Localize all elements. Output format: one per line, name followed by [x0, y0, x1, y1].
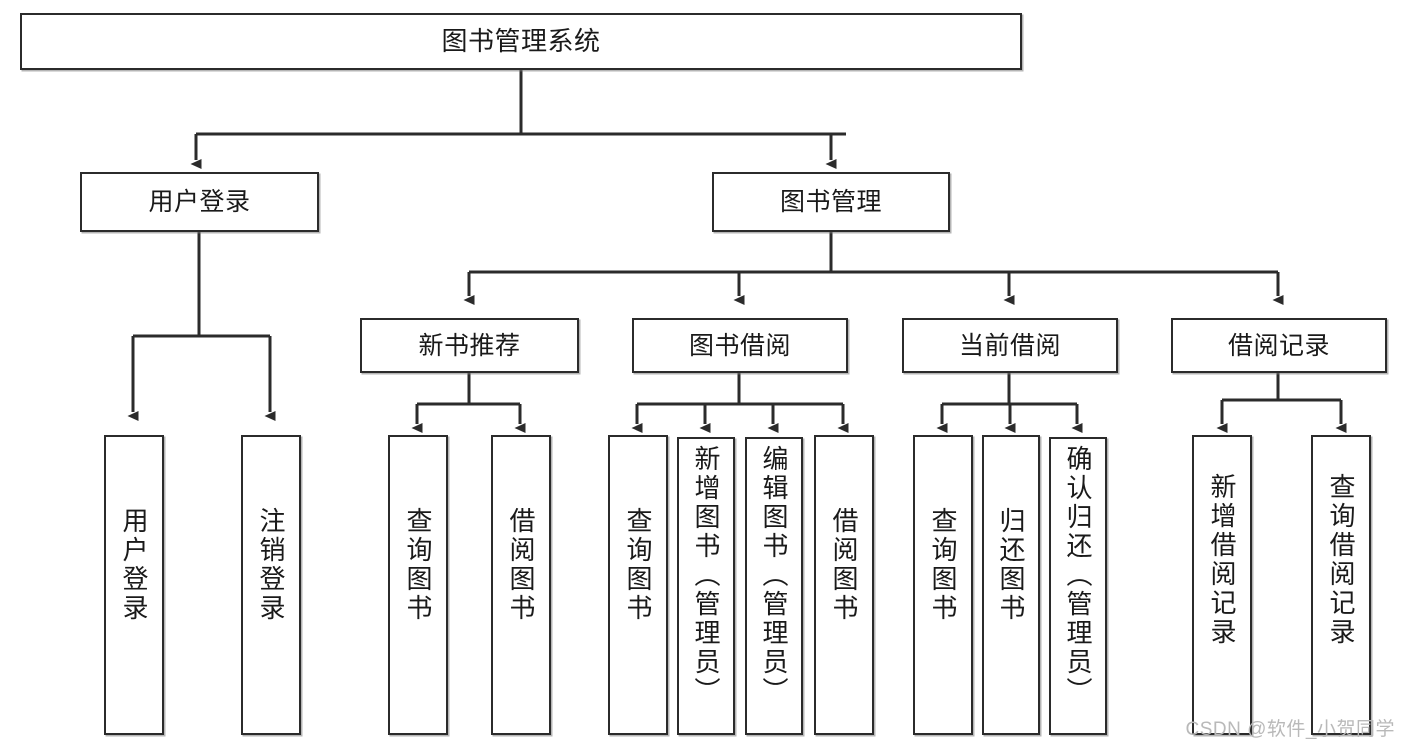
node-label: 归还图书: [996, 507, 1027, 623]
csdn-watermark: CSDN @软件_小贺同学: [1185, 719, 1395, 740]
node-current-borrow[interactable]: 当前借阅: [902, 318, 1118, 373]
node-new-book-recommend[interactable]: 新书推荐: [360, 318, 579, 373]
node-label: 图书管理: [779, 188, 882, 216]
node-label: 查询借阅记录: [1326, 473, 1357, 647]
node-label: 新书推荐: [418, 331, 521, 360]
node-label: 查询图书: [623, 507, 654, 623]
node-label: 当前借阅: [958, 331, 1061, 360]
node-label: 查询图书: [403, 507, 434, 623]
node-label: 注销登录: [256, 507, 287, 623]
node-leaf-query-borrow-record[interactable]: 查询借阅记录: [1311, 435, 1371, 735]
node-book-borrow[interactable]: 图书借阅: [632, 318, 848, 373]
node-label: 借阅图书: [506, 507, 537, 623]
node-label: 图书借阅: [688, 331, 791, 360]
node-borrow-record[interactable]: 借阅记录: [1171, 318, 1387, 373]
node-leaf-confirm-return[interactable]: 确认归还（管理员）: [1049, 437, 1107, 735]
node-label: 借阅图书: [829, 507, 860, 623]
node-label: 图书管理系统: [441, 25, 601, 56]
node-leaf-borrow-book[interactable]: 借阅图书: [814, 435, 874, 735]
node-label: 新增图书（管理员）: [691, 445, 722, 706]
node-label: 确认归还（管理员）: [1063, 445, 1094, 706]
node-leaf-borrow-book-recommend[interactable]: 借阅图书: [491, 435, 551, 735]
node-leaf-add-borrow-record[interactable]: 新增借阅记录: [1192, 435, 1252, 735]
node-leaf-user-logout[interactable]: 注销登录: [241, 435, 301, 735]
node-label: 用户登录: [119, 507, 150, 623]
node-label: 新增借阅记录: [1207, 473, 1238, 647]
node-root-book-management-system[interactable]: 图书管理系统: [20, 13, 1022, 70]
node-leaf-query-book-borrow[interactable]: 查询图书: [608, 435, 668, 735]
node-leaf-return-book[interactable]: 归还图书: [982, 435, 1040, 735]
node-label: 编辑图书（管理员）: [759, 445, 790, 706]
node-label: 查询图书: [928, 507, 959, 623]
node-leaf-add-book[interactable]: 新增图书（管理员）: [677, 437, 735, 735]
node-leaf-query-book-current[interactable]: 查询图书: [913, 435, 973, 735]
node-label: 借阅记录: [1227, 331, 1330, 360]
node-user-login[interactable]: 用户登录: [80, 172, 319, 232]
node-label: 用户登录: [148, 188, 251, 216]
node-leaf-query-book-recommend[interactable]: 查询图书: [388, 435, 448, 735]
node-book-management[interactable]: 图书管理: [712, 172, 950, 232]
node-leaf-edit-book[interactable]: 编辑图书（管理员）: [745, 437, 803, 735]
node-leaf-user-login[interactable]: 用户登录: [104, 435, 164, 735]
